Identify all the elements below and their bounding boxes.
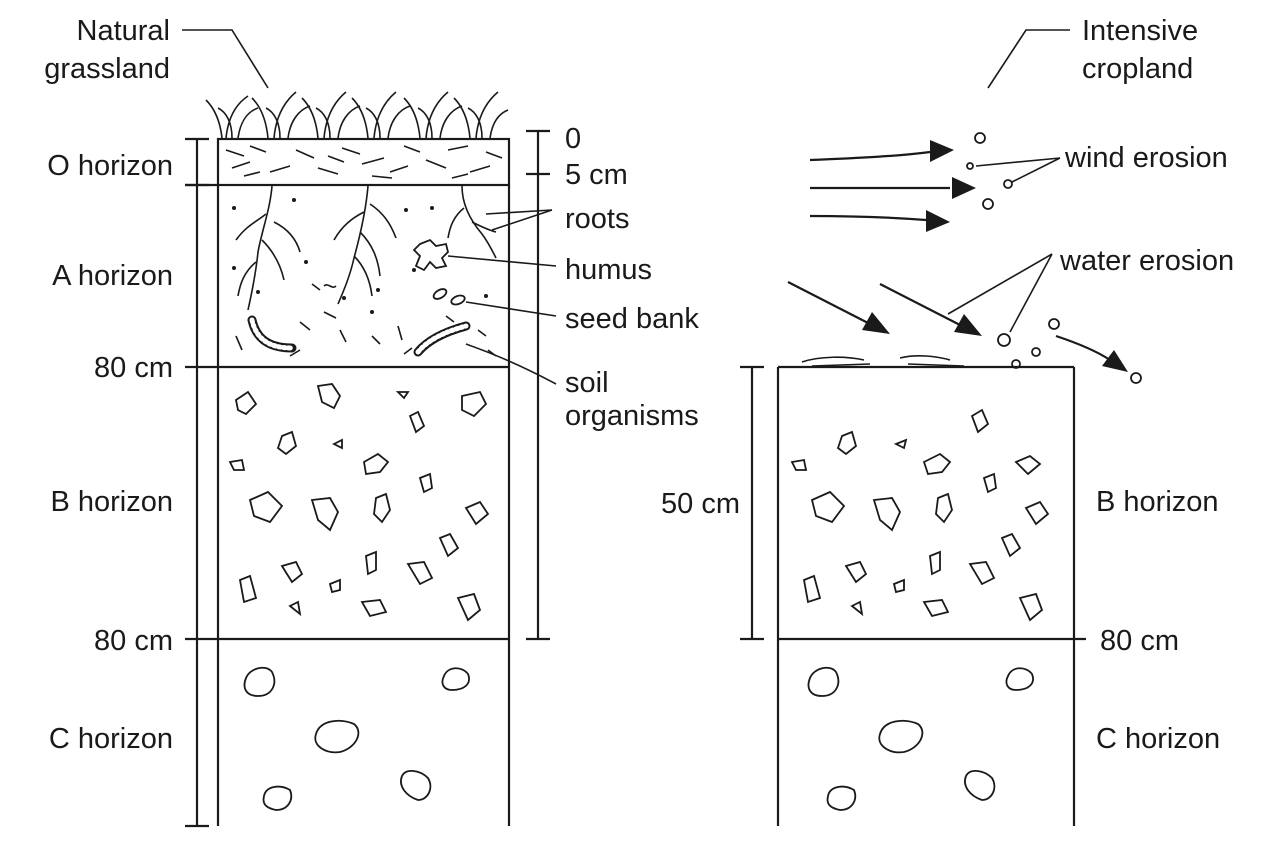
o-horizon-layer — [216, 137, 511, 187]
wind-erosion-label: wind erosion — [1064, 142, 1228, 174]
humus-icon — [412, 238, 449, 272]
natural-grassland-profile: Natural grassland O horizon A horizon 80… — [44, 15, 699, 828]
roots-label: roots — [565, 203, 629, 235]
cropland-title-line2: cropland — [1082, 53, 1193, 85]
natural-title-line2: grassland — [44, 53, 170, 85]
seed-bank-label: seed bank — [565, 303, 699, 335]
cropland-b-depth-label: 50 cm — [661, 488, 740, 520]
depth-zero-label: 0 — [565, 123, 581, 155]
natural-title-line1: Natural — [77, 15, 171, 47]
wind-erosion-leader — [975, 157, 1061, 183]
natural-column-walls — [216, 185, 511, 826]
cropland-bottom-depth-label: 80 cm — [1100, 625, 1179, 657]
wind-particles — [966, 132, 1013, 210]
c-horizon-pebbles — [243, 666, 470, 811]
humus-label: humus — [565, 254, 652, 286]
natural-a-horizon-label: A horizon — [52, 260, 173, 292]
cropland-c-horizon-pebbles — [807, 666, 1034, 811]
depth-five-cm-label: 5 cm — [565, 159, 628, 191]
seed-bank-icon — [432, 288, 466, 306]
soil-organisms-label-line2: organisms — [565, 400, 699, 432]
natural-depth-bracket — [185, 137, 209, 828]
natural-title-leader — [182, 29, 269, 89]
humus-leader — [447, 255, 557, 267]
cropland-title-leader — [987, 29, 1070, 89]
water-arrows-icon — [787, 281, 1128, 372]
natural-c-horizon-label: C horizon — [49, 723, 173, 755]
cropland-column-outline — [776, 365, 1076, 826]
cropland-b-horizon-label: B horizon — [1096, 486, 1219, 518]
wind-arrows-icon — [809, 140, 976, 232]
natural-b-depth-label: 80 cm — [94, 625, 173, 657]
grass-icon — [205, 91, 509, 139]
b-horizon-rocks — [228, 383, 490, 622]
roots-icon — [235, 185, 497, 311]
natural-o-horizon-label: O horizon — [47, 150, 173, 182]
water-erosion-leader — [947, 253, 1053, 333]
soil-organisms-leader — [465, 343, 557, 385]
cropland-depth-bracket — [740, 365, 764, 641]
cropland-b-horizon-rocks — [790, 408, 1050, 622]
humus-fragment — [323, 284, 337, 288]
roots-leader — [485, 209, 553, 231]
cropland-title-line1: Intensive — [1082, 15, 1198, 47]
earthworm-icon — [247, 315, 471, 357]
cropland-c-horizon-label: C horizon — [1096, 723, 1220, 755]
organic-litter — [225, 145, 503, 179]
natural-b-horizon-label: B horizon — [50, 486, 173, 518]
seed-bank-leader — [465, 301, 557, 317]
water-erosion-label: water erosion — [1059, 245, 1234, 277]
a-horizon-particles — [232, 198, 497, 357]
o-a-depth-bracket — [526, 129, 550, 641]
soil-organisms-label-line1: soil — [565, 367, 609, 399]
water-particles — [997, 318, 1142, 384]
intensive-cropland-profile: Intensive cropland wind erosion — [661, 15, 1234, 826]
natural-a-depth-label: 80 cm — [94, 352, 173, 384]
surface-sediment — [801, 355, 965, 367]
